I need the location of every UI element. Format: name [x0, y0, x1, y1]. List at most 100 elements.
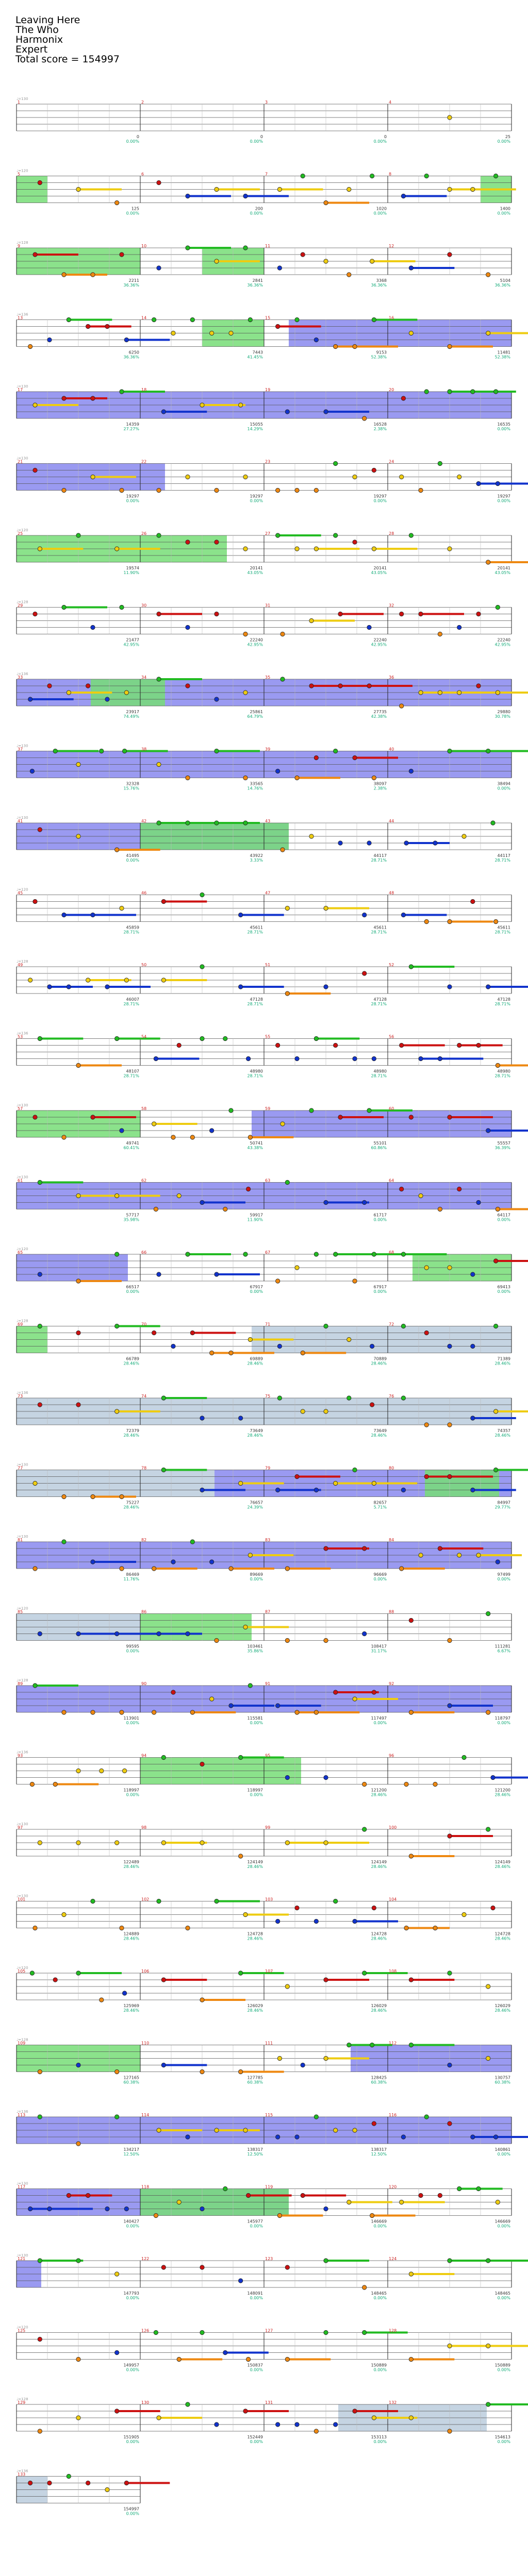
- measure-percent: 0.00%: [498, 786, 511, 791]
- note-gem: [37, 2429, 42, 2434]
- tempo-label: ♩=136: [16, 313, 28, 317]
- measure-score: 0: [137, 134, 139, 139]
- measure-score: 118797: [494, 1716, 510, 1721]
- measure-score: 140427: [123, 2219, 139, 2224]
- note-gem: [275, 1918, 280, 1924]
- measure-percent: 28.71%: [247, 1002, 263, 1006]
- measure-score: 33565: [250, 782, 263, 786]
- note-gem: [238, 1971, 243, 1976]
- measure-number: 76: [389, 1394, 394, 1399]
- note-gem: [243, 1912, 248, 1917]
- note-gem: [352, 540, 357, 545]
- measure-percent: 11.76%: [123, 1577, 139, 1581]
- measure-number: 89: [18, 1681, 23, 1686]
- measure-score: 124728: [494, 1932, 510, 1937]
- note-gem: [285, 1775, 290, 1780]
- note-gem: [495, 690, 500, 695]
- note-gem: [37, 1840, 42, 1845]
- measure-score: 148091: [247, 2291, 263, 2296]
- measure-percent: 28.46%: [371, 1864, 387, 1869]
- tempo-label: ♩=130: [16, 816, 28, 820]
- note-gem: [294, 546, 300, 551]
- measure-percent: 43.05%: [494, 570, 510, 575]
- note-gem: [119, 252, 124, 257]
- note-gem: [86, 683, 91, 688]
- note-gem: [457, 474, 462, 480]
- note-gem: [32, 899, 38, 904]
- measure-score: 138317: [247, 2147, 263, 2152]
- note-gem: [300, 173, 305, 179]
- note-gem: [185, 683, 190, 688]
- measure-percent: 0.00%: [126, 2368, 140, 2372]
- measure-score: 150889: [494, 2363, 510, 2368]
- note-gem: [275, 324, 280, 329]
- note-gem: [309, 683, 314, 688]
- measure-number: 105: [18, 1969, 25, 1974]
- tempo-label: ♩=120: [16, 1607, 28, 1611]
- note-gem: [447, 2121, 452, 2126]
- note-gem: [486, 560, 491, 565]
- note-gem: [486, 748, 491, 754]
- measure-percent: 28.46%: [247, 1864, 263, 1869]
- measure-number: 123: [265, 2257, 273, 2261]
- note-gem: [408, 533, 414, 538]
- note-gem: [447, 546, 452, 551]
- note-gem: [153, 1056, 158, 1062]
- measure-score: 45611: [374, 925, 387, 930]
- measure-score: 25861: [250, 710, 263, 714]
- note-gem: [352, 1696, 357, 1702]
- note-gem: [152, 1566, 157, 1571]
- measure-score: 113901: [123, 1716, 139, 1721]
- note-gem: [323, 200, 328, 206]
- measure-percent: 42.95%: [494, 643, 510, 647]
- note-gem: [323, 409, 328, 414]
- note-gem: [437, 461, 442, 466]
- measure-percent: 60.38%: [247, 2080, 263, 2085]
- measure-percent: 0.00%: [126, 858, 140, 863]
- note-gem: [90, 1494, 95, 1500]
- note-gem: [424, 919, 429, 924]
- measure-percent: 60.38%: [123, 2080, 139, 2085]
- measure-number: 122: [141, 2257, 149, 2261]
- measure-number: 116: [389, 2113, 397, 2117]
- note-gem: [185, 775, 190, 781]
- measure-number: 112: [389, 2041, 397, 2046]
- note-gem: [362, 2285, 367, 2290]
- note-gem: [457, 690, 462, 695]
- note-gem: [352, 344, 357, 349]
- note-gem: [408, 2356, 414, 2362]
- note-gem: [457, 2186, 462, 2192]
- measure-percent: 28.71%: [494, 1074, 510, 1079]
- measure-number: 65: [18, 1250, 23, 1255]
- note-gem: [243, 690, 248, 695]
- note-gem: [300, 2193, 305, 2198]
- measure-score: 121200: [494, 1788, 510, 1793]
- note-gem: [37, 2258, 42, 2263]
- note-gem: [37, 1631, 42, 1637]
- measure-score: 127165: [123, 2076, 139, 2080]
- measure-number: 41: [18, 819, 23, 823]
- note-gem: [323, 984, 328, 989]
- measure-number: 102: [141, 1897, 149, 1902]
- note-gem: [362, 1546, 367, 1551]
- note-gem: [29, 1971, 35, 1976]
- measure-score: 97499: [498, 1572, 510, 1577]
- note-gem: [243, 631, 248, 637]
- note-gem: [323, 1546, 328, 1551]
- measure-percent: 0.00%: [374, 211, 387, 216]
- note-gem: [470, 1272, 475, 1277]
- note-gem: [294, 775, 300, 781]
- measure-percent: 28.46%: [494, 1864, 510, 1869]
- measure-percent: 43.05%: [247, 570, 263, 575]
- note-gem: [418, 1553, 423, 1558]
- note-gem: [275, 1278, 280, 1284]
- tempo-label: ♩=130: [16, 2253, 28, 2258]
- measure-number: 37: [18, 747, 23, 752]
- measure-percent: 28.46%: [247, 1433, 263, 1438]
- measure-score: 55101: [374, 1141, 387, 1146]
- measure-percent: 41.45%: [247, 355, 263, 360]
- note-gem: [362, 971, 367, 976]
- measure-percent: 28.46%: [247, 1937, 263, 1941]
- measure-score: 2211: [129, 278, 139, 283]
- note-gem: [493, 1323, 499, 1329]
